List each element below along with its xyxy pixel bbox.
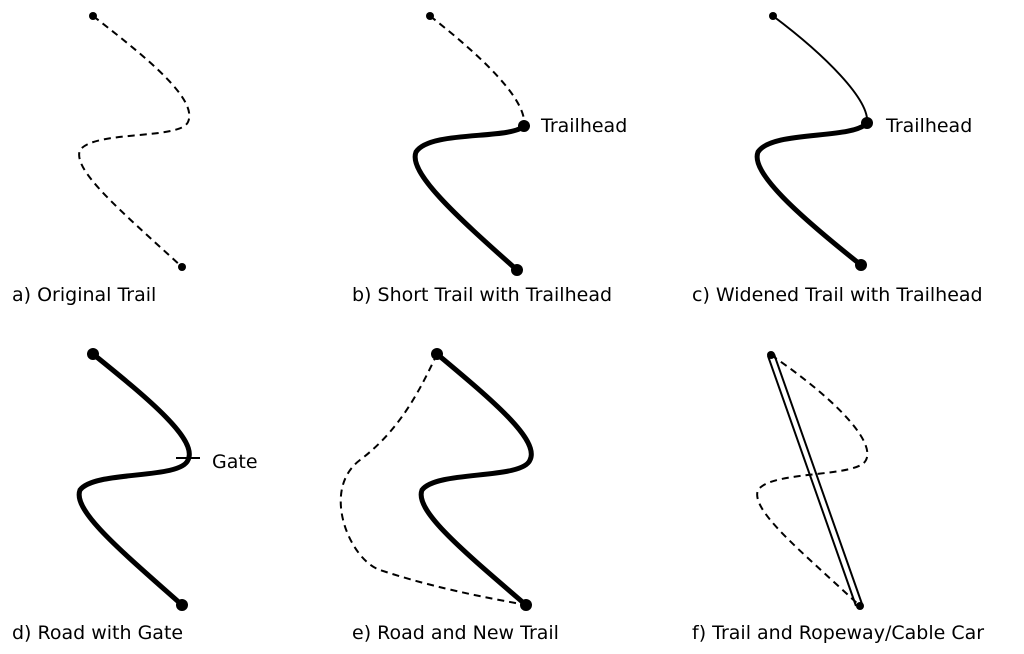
trailhead-label: Trailhead: [885, 115, 972, 137]
road-start-point: [431, 348, 443, 360]
panel-d-caption: d) Road with Gate: [12, 622, 183, 644]
road-thick: [412, 123, 527, 273]
panel-e: e) Road and New Trail: [339, 348, 559, 644]
ropeway-line-2: [773, 353, 863, 605]
road-end-point: [176, 599, 188, 611]
road-thick: [76, 351, 192, 608]
panel-b: Trailhead b) Short Trail with Trailhead: [352, 12, 627, 306]
new-trail-dashed: [339, 353, 527, 606]
trail-start-point: [769, 12, 777, 20]
trailhead-label: Trailhead: [540, 115, 627, 137]
panel-d: Gate d) Road with Gate: [12, 348, 258, 644]
panel-f: f) Trail and Ropeway/Cable Car: [692, 351, 984, 644]
panel-a: a) Original Trail: [12, 12, 191, 306]
panel-c-caption: c) Widened Trail with Trailhead: [692, 284, 983, 306]
road-thick: [418, 351, 534, 608]
road-end-point: [520, 599, 532, 611]
trail-start-point: [89, 12, 97, 20]
road-end-point: [855, 259, 867, 271]
panel-f-caption: f) Trail and Ropeway/Cable Car: [692, 622, 984, 644]
road-end-point: [511, 264, 523, 276]
panel-b-caption: b) Short Trail with Trailhead: [352, 284, 612, 306]
ropeway-line-1: [767, 355, 857, 607]
panel-e-caption: e) Road and New Trail: [352, 622, 559, 644]
panel-a-caption: a) Original Trail: [12, 284, 156, 306]
gate-label: Gate: [212, 451, 258, 473]
ropeway-bottom-point: [856, 602, 864, 610]
ropeway-top-point: [767, 351, 775, 359]
original-trail-dashed: [78, 15, 191, 268]
panel-c: Trailhead c) Widened Trail with Trailhea…: [692, 12, 983, 306]
road-thick: [754, 120, 870, 268]
trail-start-point: [426, 12, 434, 20]
trail-end-point: [178, 263, 186, 271]
remaining-trail-dashed: [429, 15, 526, 127]
trail-dashed: [756, 354, 869, 607]
road-start-point: [87, 348, 99, 360]
trailhead-point: [518, 120, 530, 132]
widened-trail-solid: [772, 15, 869, 124]
trailhead-point: [861, 117, 873, 129]
